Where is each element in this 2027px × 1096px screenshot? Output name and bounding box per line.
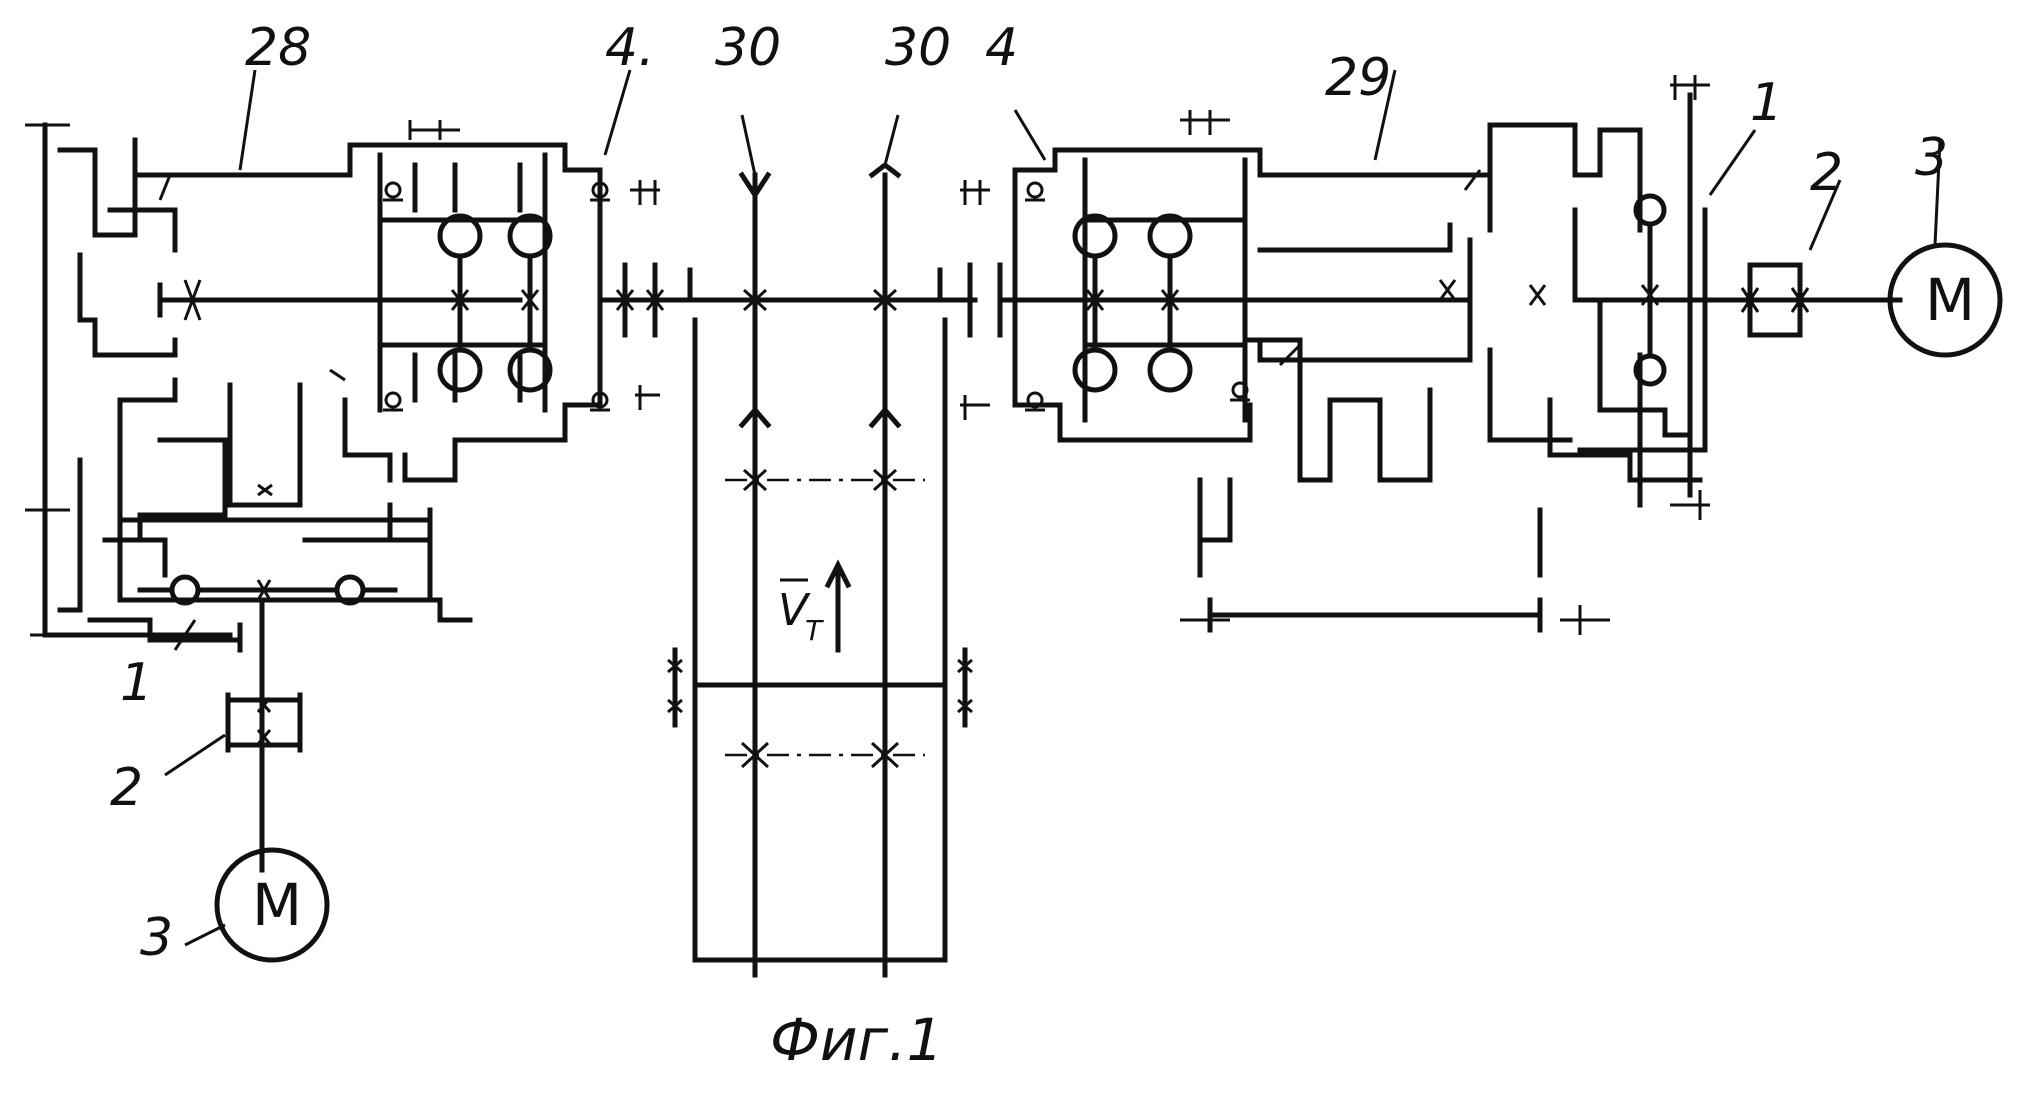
label-29: 29 bbox=[1325, 48, 1391, 108]
right-gearbox bbox=[960, 75, 1900, 635]
central-shaft bbox=[600, 265, 1000, 335]
label-1-left: 1 bbox=[120, 653, 153, 713]
motor-right: M bbox=[1890, 245, 2000, 355]
label-4-right: 4 bbox=[985, 18, 1018, 78]
velocity-subscript: T bbox=[805, 614, 824, 647]
label-3-left: 3 bbox=[140, 908, 173, 968]
motor-symbol-right: M bbox=[1925, 266, 1975, 334]
label-2-left: 2 bbox=[110, 758, 143, 818]
label-30-left: 30 bbox=[715, 18, 781, 78]
label-2-right: 2 bbox=[1810, 143, 1843, 203]
label-28: 28 bbox=[245, 18, 311, 78]
bearing-icon bbox=[1025, 183, 1250, 410]
central-frame bbox=[668, 115, 972, 975]
motor-left: M bbox=[217, 850, 327, 960]
labels: 28 4. 30 30 4 29 1 2 3 1 2 3 V T bbox=[110, 18, 1948, 968]
label-1-right: 1 bbox=[1750, 73, 1783, 133]
label-30-right: 30 bbox=[885, 18, 951, 78]
label-3-right: 3 bbox=[1915, 128, 1948, 188]
label-4-left: 4. bbox=[605, 18, 655, 78]
motor-symbol-left: M bbox=[252, 871, 302, 939]
arrow-icon bbox=[742, 115, 898, 650]
figure-caption: Фиг.1 bbox=[770, 1006, 943, 1074]
